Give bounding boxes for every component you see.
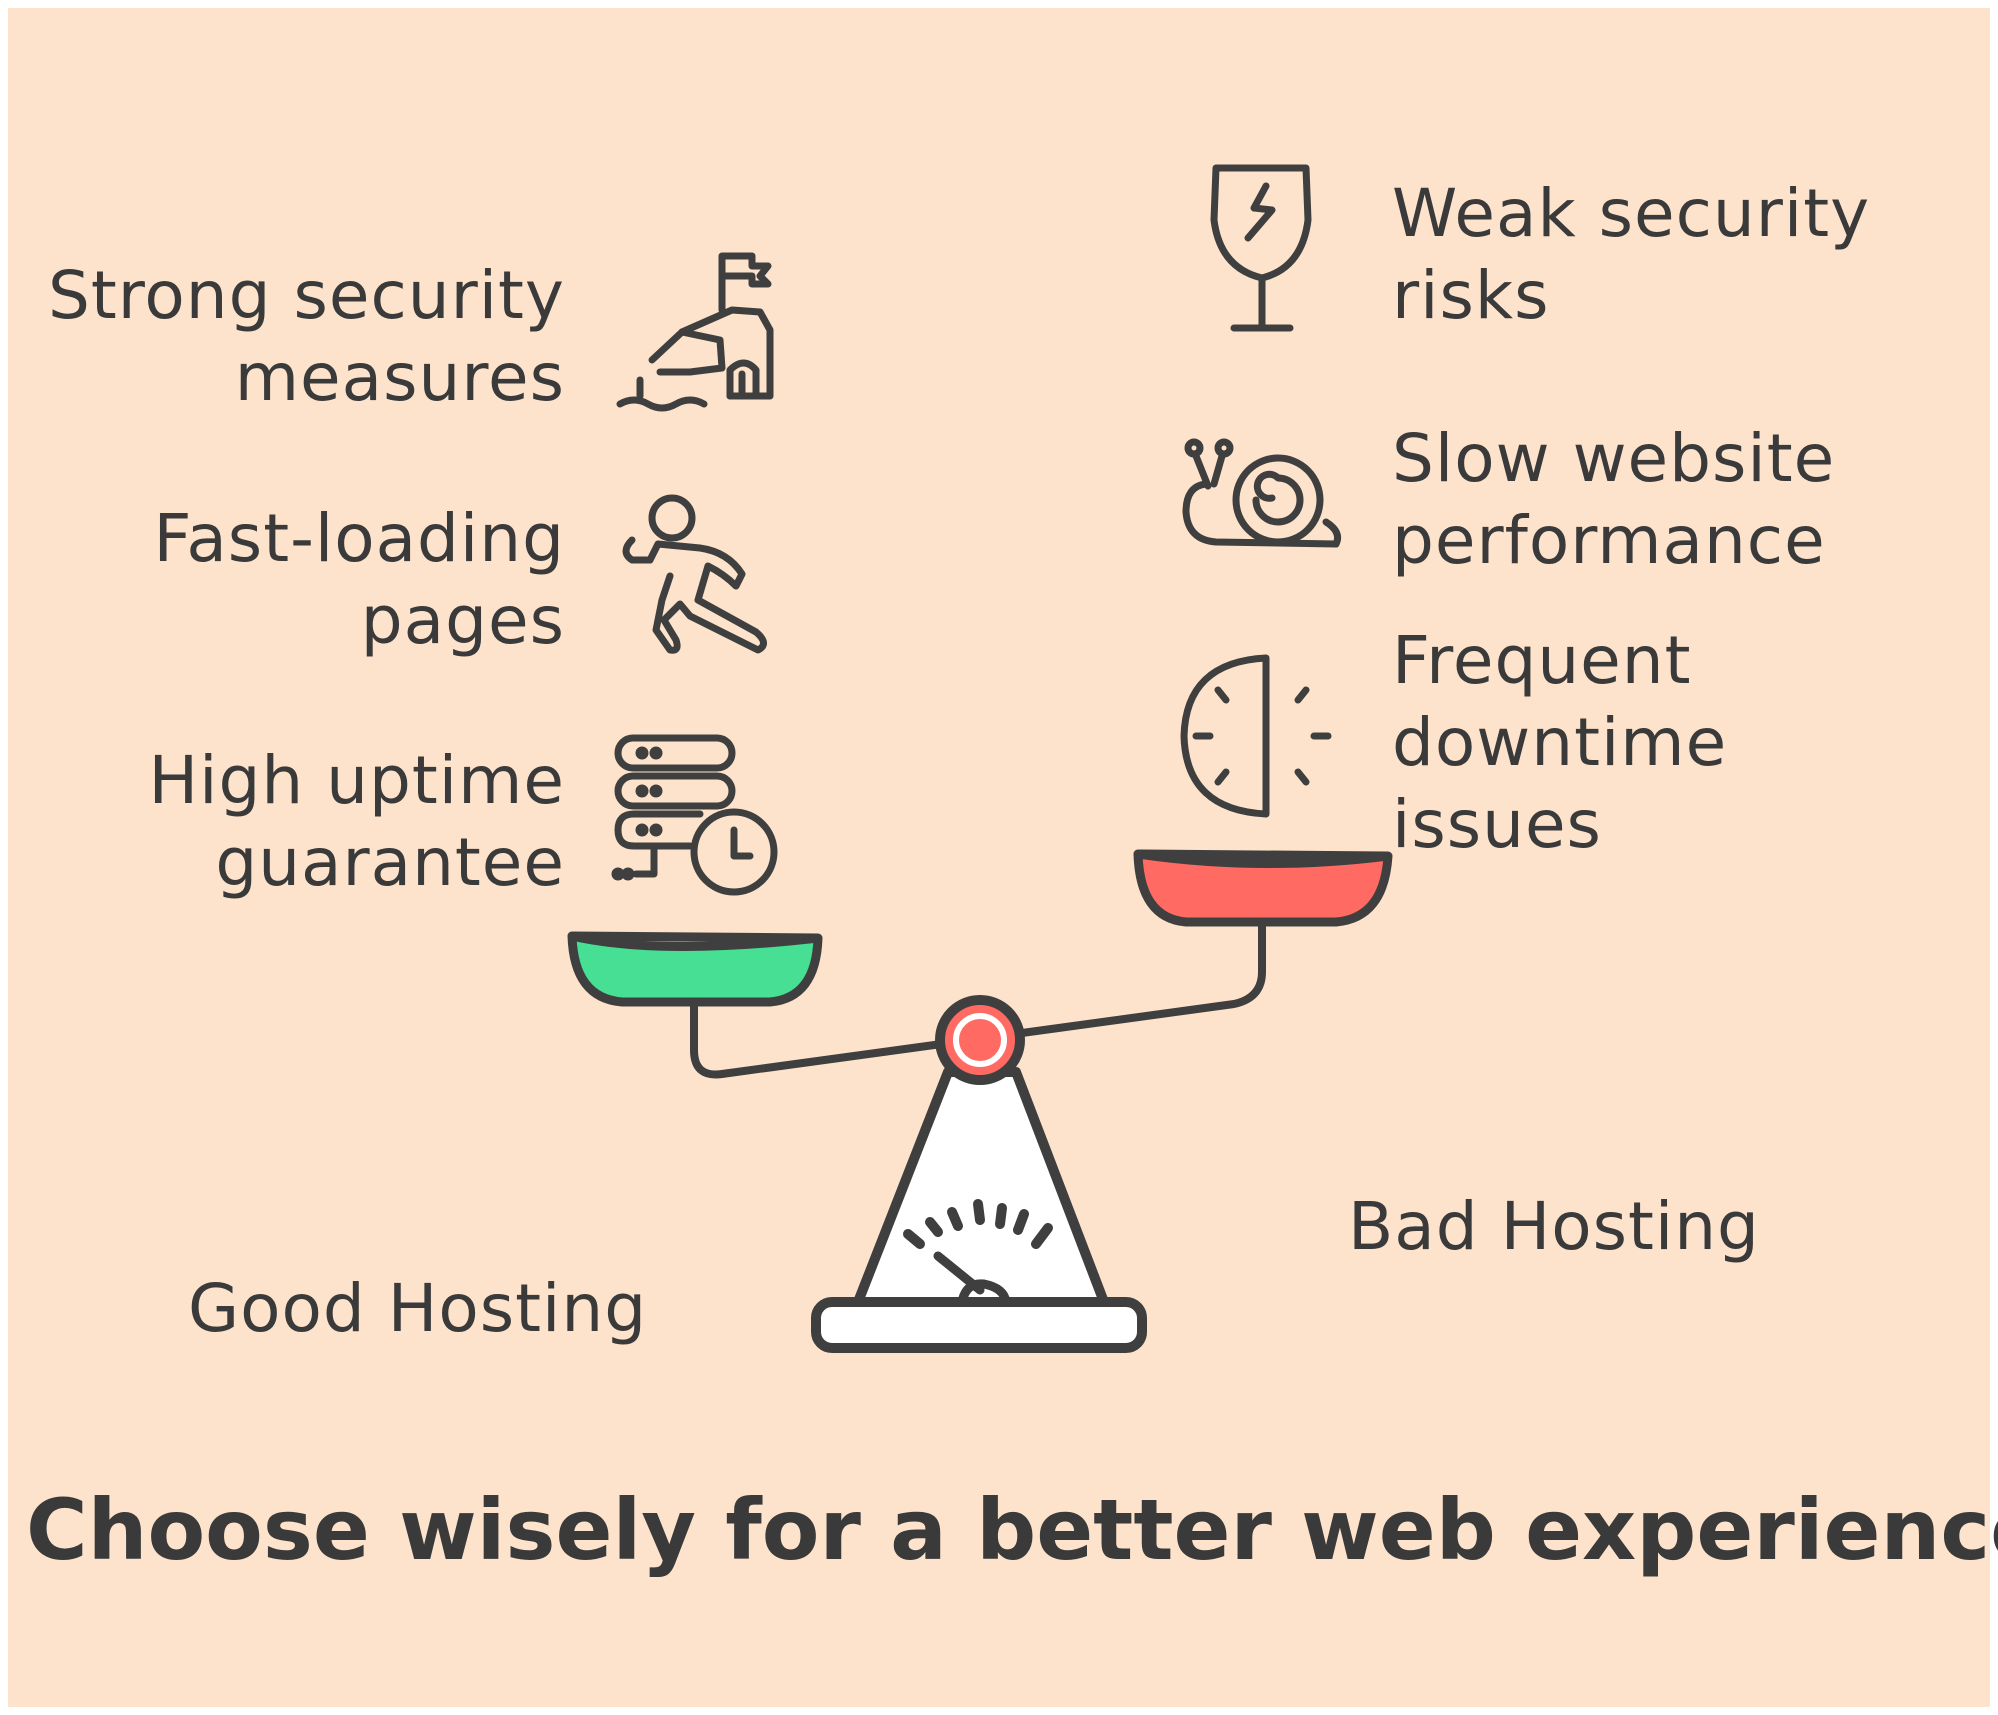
castle-flag-icon	[616, 252, 774, 412]
half-clock-icon	[1180, 654, 1332, 818]
caption: Choose wisely for a better web experienc…	[26, 1481, 1998, 1579]
bad-hosting-title: Bad Hosting	[1348, 1188, 1760, 1265]
bad-pan	[1133, 849, 1393, 927]
snail-icon	[1182, 438, 1342, 548]
pivot-center	[967, 1027, 993, 1053]
running-person-icon	[622, 494, 767, 654]
background-panel	[8, 8, 1990, 1707]
scale-base	[811, 1297, 1147, 1353]
good-hosting-title: Good Hosting	[188, 1270, 648, 1347]
good-item-label-security: Strong security measures	[47, 257, 565, 416]
good-pan	[567, 931, 823, 1007]
server-clock-icon	[611, 734, 778, 896]
gauge-icon	[903, 1199, 1053, 1307]
bad-item-label-speed: Slow website performance	[1392, 420, 1836, 579]
good-item-label-uptime: High uptime guarantee	[148, 742, 565, 901]
good-item-label-speed: Fast-loading pages	[153, 500, 565, 659]
cracked-glass-icon	[1210, 164, 1312, 332]
bad-item-label-downtime: Frequent downtime issues	[1392, 622, 1728, 863]
bad-item-label-security: Weak security risks	[1392, 175, 1871, 334]
scale-stand	[853, 1067, 1109, 1307]
